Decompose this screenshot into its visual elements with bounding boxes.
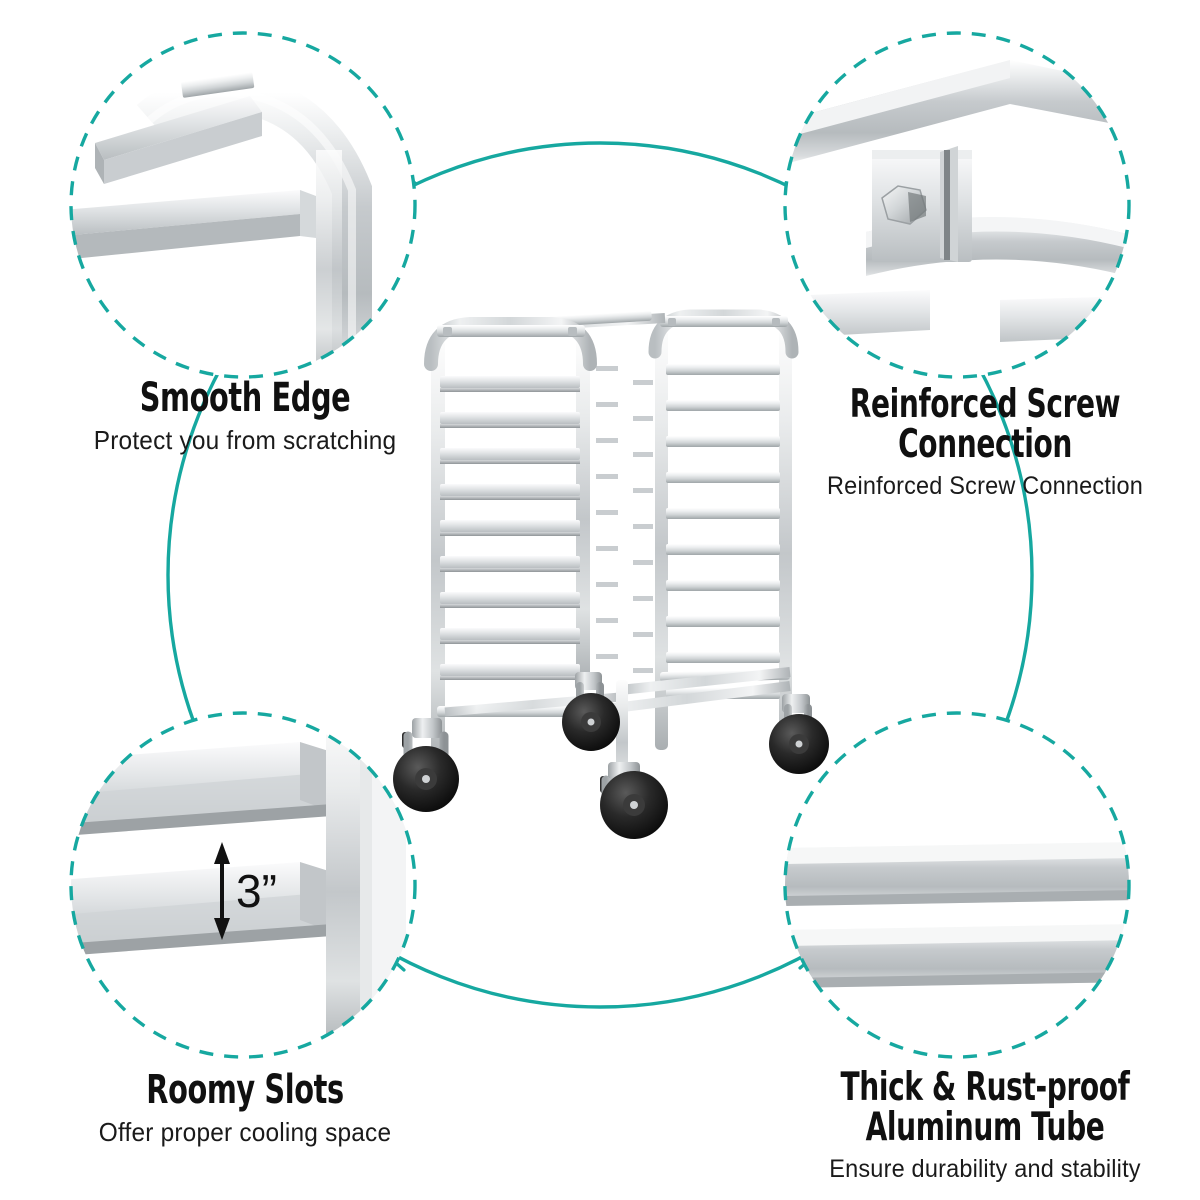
closeup-circle-bottom-right	[783, 711, 1131, 1059]
feature-screw-connection-title: Reinforced Screw Connection	[849, 382, 1121, 467]
feature-aluminum-tube-title: Thick & Rust-proof Aluminum Tube	[840, 1065, 1130, 1150]
feature-roomy-slots: Roomy Slots Offer proper cooling space	[55, 1070, 435, 1148]
rack-center-stubs	[596, 366, 653, 673]
caster-front-right	[600, 762, 668, 839]
closeup-circle-top-right	[783, 31, 1131, 379]
center-highlight-circle	[166, 141, 1034, 1009]
connector-top-left	[328, 181, 417, 265]
closeup-aluminum-tube	[785, 713, 1129, 1057]
connector-bottom-right	[798, 906, 874, 970]
feature-smooth-edge-title: Smooth Edge	[139, 375, 351, 421]
connector-lines	[328, 181, 874, 972]
feature-roomy-slots-subtitle: Offer proper cooling space	[98, 1116, 392, 1147]
rack-rails-rear	[666, 364, 780, 699]
feature-smooth-edge-subtitle: Protect you from scratching	[93, 424, 397, 455]
feature-roomy-slots-title: Roomy Slots	[146, 1067, 344, 1113]
closeup-smooth-edge	[71, 33, 415, 377]
closeup-screw-connection	[785, 33, 1129, 377]
dimension-arrow-3in	[214, 842, 230, 940]
rack-rails-front	[440, 376, 580, 680]
feature-aluminum-tube-subtitle: Ensure durability and stability	[829, 1154, 1141, 1183]
feature-screw-connection: Reinforced Screw Connection Reinforced S…	[790, 385, 1180, 501]
product-bun-pan-rack	[393, 309, 829, 839]
feature-screw-connection-subtitle: Reinforced Screw Connection	[827, 471, 1143, 500]
connector-bottom-left	[328, 903, 406, 972]
caster-front-left	[393, 718, 459, 812]
closeup-circle-top-left	[69, 31, 417, 379]
feature-smooth-edge: Smooth Edge Protect you from scratching	[55, 378, 435, 456]
hex-bolt-icon	[881, 185, 927, 225]
slot-dimension-label: 3”	[236, 865, 277, 917]
caster-rear-left	[562, 672, 620, 751]
connector-top-right	[784, 181, 870, 264]
feature-aluminum-tube: Thick & Rust-proof Aluminum Tube Ensure …	[790, 1068, 1180, 1184]
caster-rear-right	[769, 694, 829, 774]
